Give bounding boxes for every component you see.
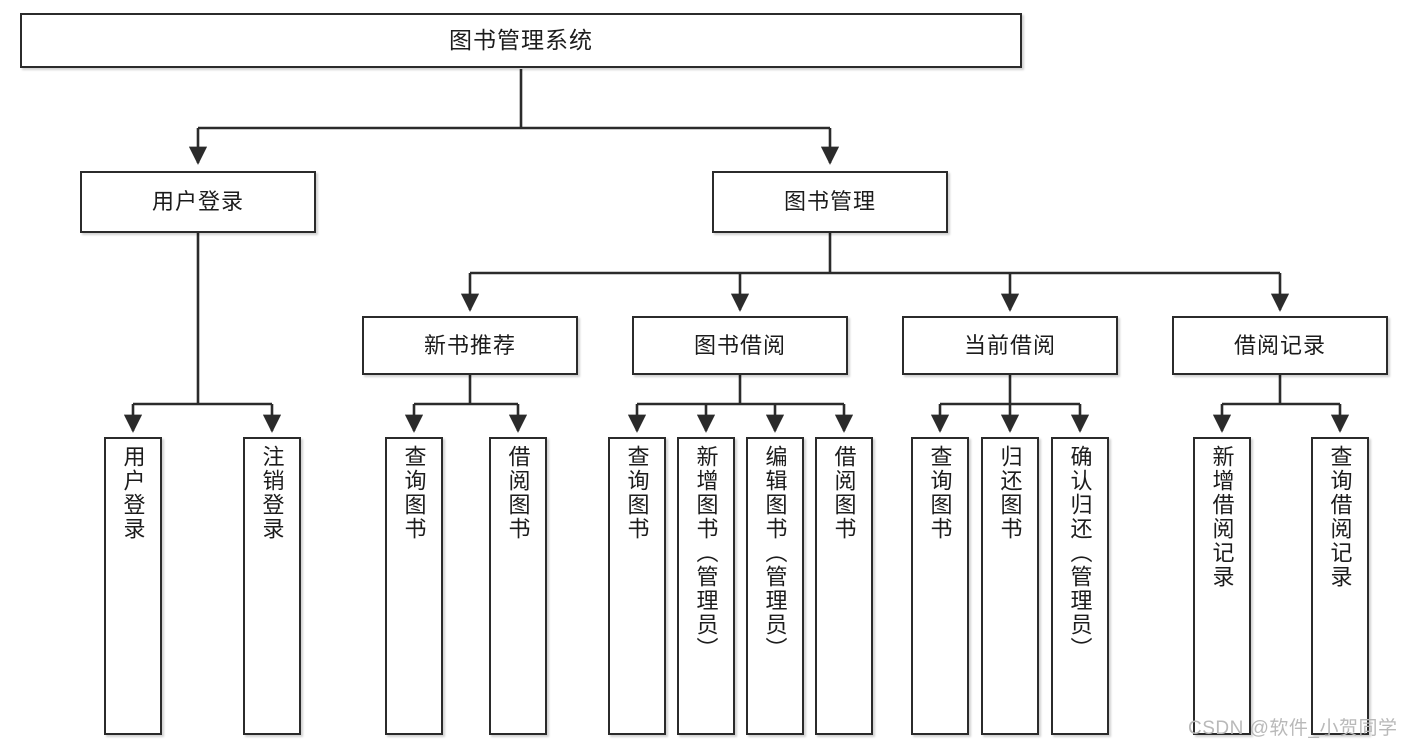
leaf-book-borrow-borrow-book[interactable]: 借阅图书 [815,437,873,735]
node-label: 新书推荐 [423,332,516,358]
node-label: 查询图书 [927,445,953,541]
node-current-borrow[interactable]: 当前借阅 [902,316,1118,375]
leaf-new-book-borrow-book[interactable]: 借阅图书 [489,437,547,735]
node-book-borrow[interactable]: 图书借阅 [632,316,848,375]
node-label: 归还图书 [997,445,1023,541]
node-root-book-management-system[interactable]: 图书管理系统 [20,13,1022,68]
node-label: 查询借阅记录 [1327,445,1353,589]
leaf-user-login-logout[interactable]: 注销登录 [243,437,301,735]
leaf-user-login-login[interactable]: 用户登录 [104,437,162,735]
csdn-watermark: CSDN @软件_小贺同学 [1188,718,1398,739]
leaf-book-borrow-edit-book-admin[interactable]: 编辑图书（管理员） [746,437,804,735]
node-label: 用户登录 [151,189,244,215]
leaf-current-borrow-return-book[interactable]: 归还图书 [981,437,1039,735]
node-label: 借阅图书 [505,445,531,541]
leaf-borrow-record-add-record[interactable]: 新增借阅记录 [1193,437,1251,735]
node-label: 查询图书 [624,445,650,541]
node-label: 注销登录 [259,445,285,541]
leaf-new-book-query-book[interactable]: 查询图书 [385,437,443,735]
node-label: 当前借阅 [963,332,1056,358]
node-label: 查询图书 [401,445,427,541]
node-new-book-recommend[interactable]: 新书推荐 [362,316,578,375]
node-label: 图书管理系统 [449,26,593,53]
node-label: 用户登录 [120,445,146,541]
leaf-book-borrow-add-book-admin[interactable]: 新增图书（管理员） [677,437,735,735]
leaf-current-borrow-confirm-return-admin[interactable]: 确认归还（管理员） [1051,437,1109,735]
leaf-current-borrow-query-book[interactable]: 查询图书 [911,437,969,735]
node-label: 新增借阅记录 [1209,445,1235,589]
leaf-book-borrow-query-book[interactable]: 查询图书 [608,437,666,735]
node-label: 借阅记录 [1233,332,1326,358]
node-label: 确认归还（管理员） [1067,445,1093,661]
node-user-login[interactable]: 用户登录 [80,171,316,233]
node-borrow-record[interactable]: 借阅记录 [1172,316,1388,375]
leaf-borrow-record-query-record[interactable]: 查询借阅记录 [1311,437,1369,735]
node-book-management[interactable]: 图书管理 [712,171,948,233]
node-label: 图书管理 [783,189,876,215]
node-label: 图书借阅 [693,332,786,358]
node-label: 编辑图书（管理员） [762,445,788,661]
node-label: 借阅图书 [831,445,857,541]
node-label: 新增图书（管理员） [693,445,719,661]
